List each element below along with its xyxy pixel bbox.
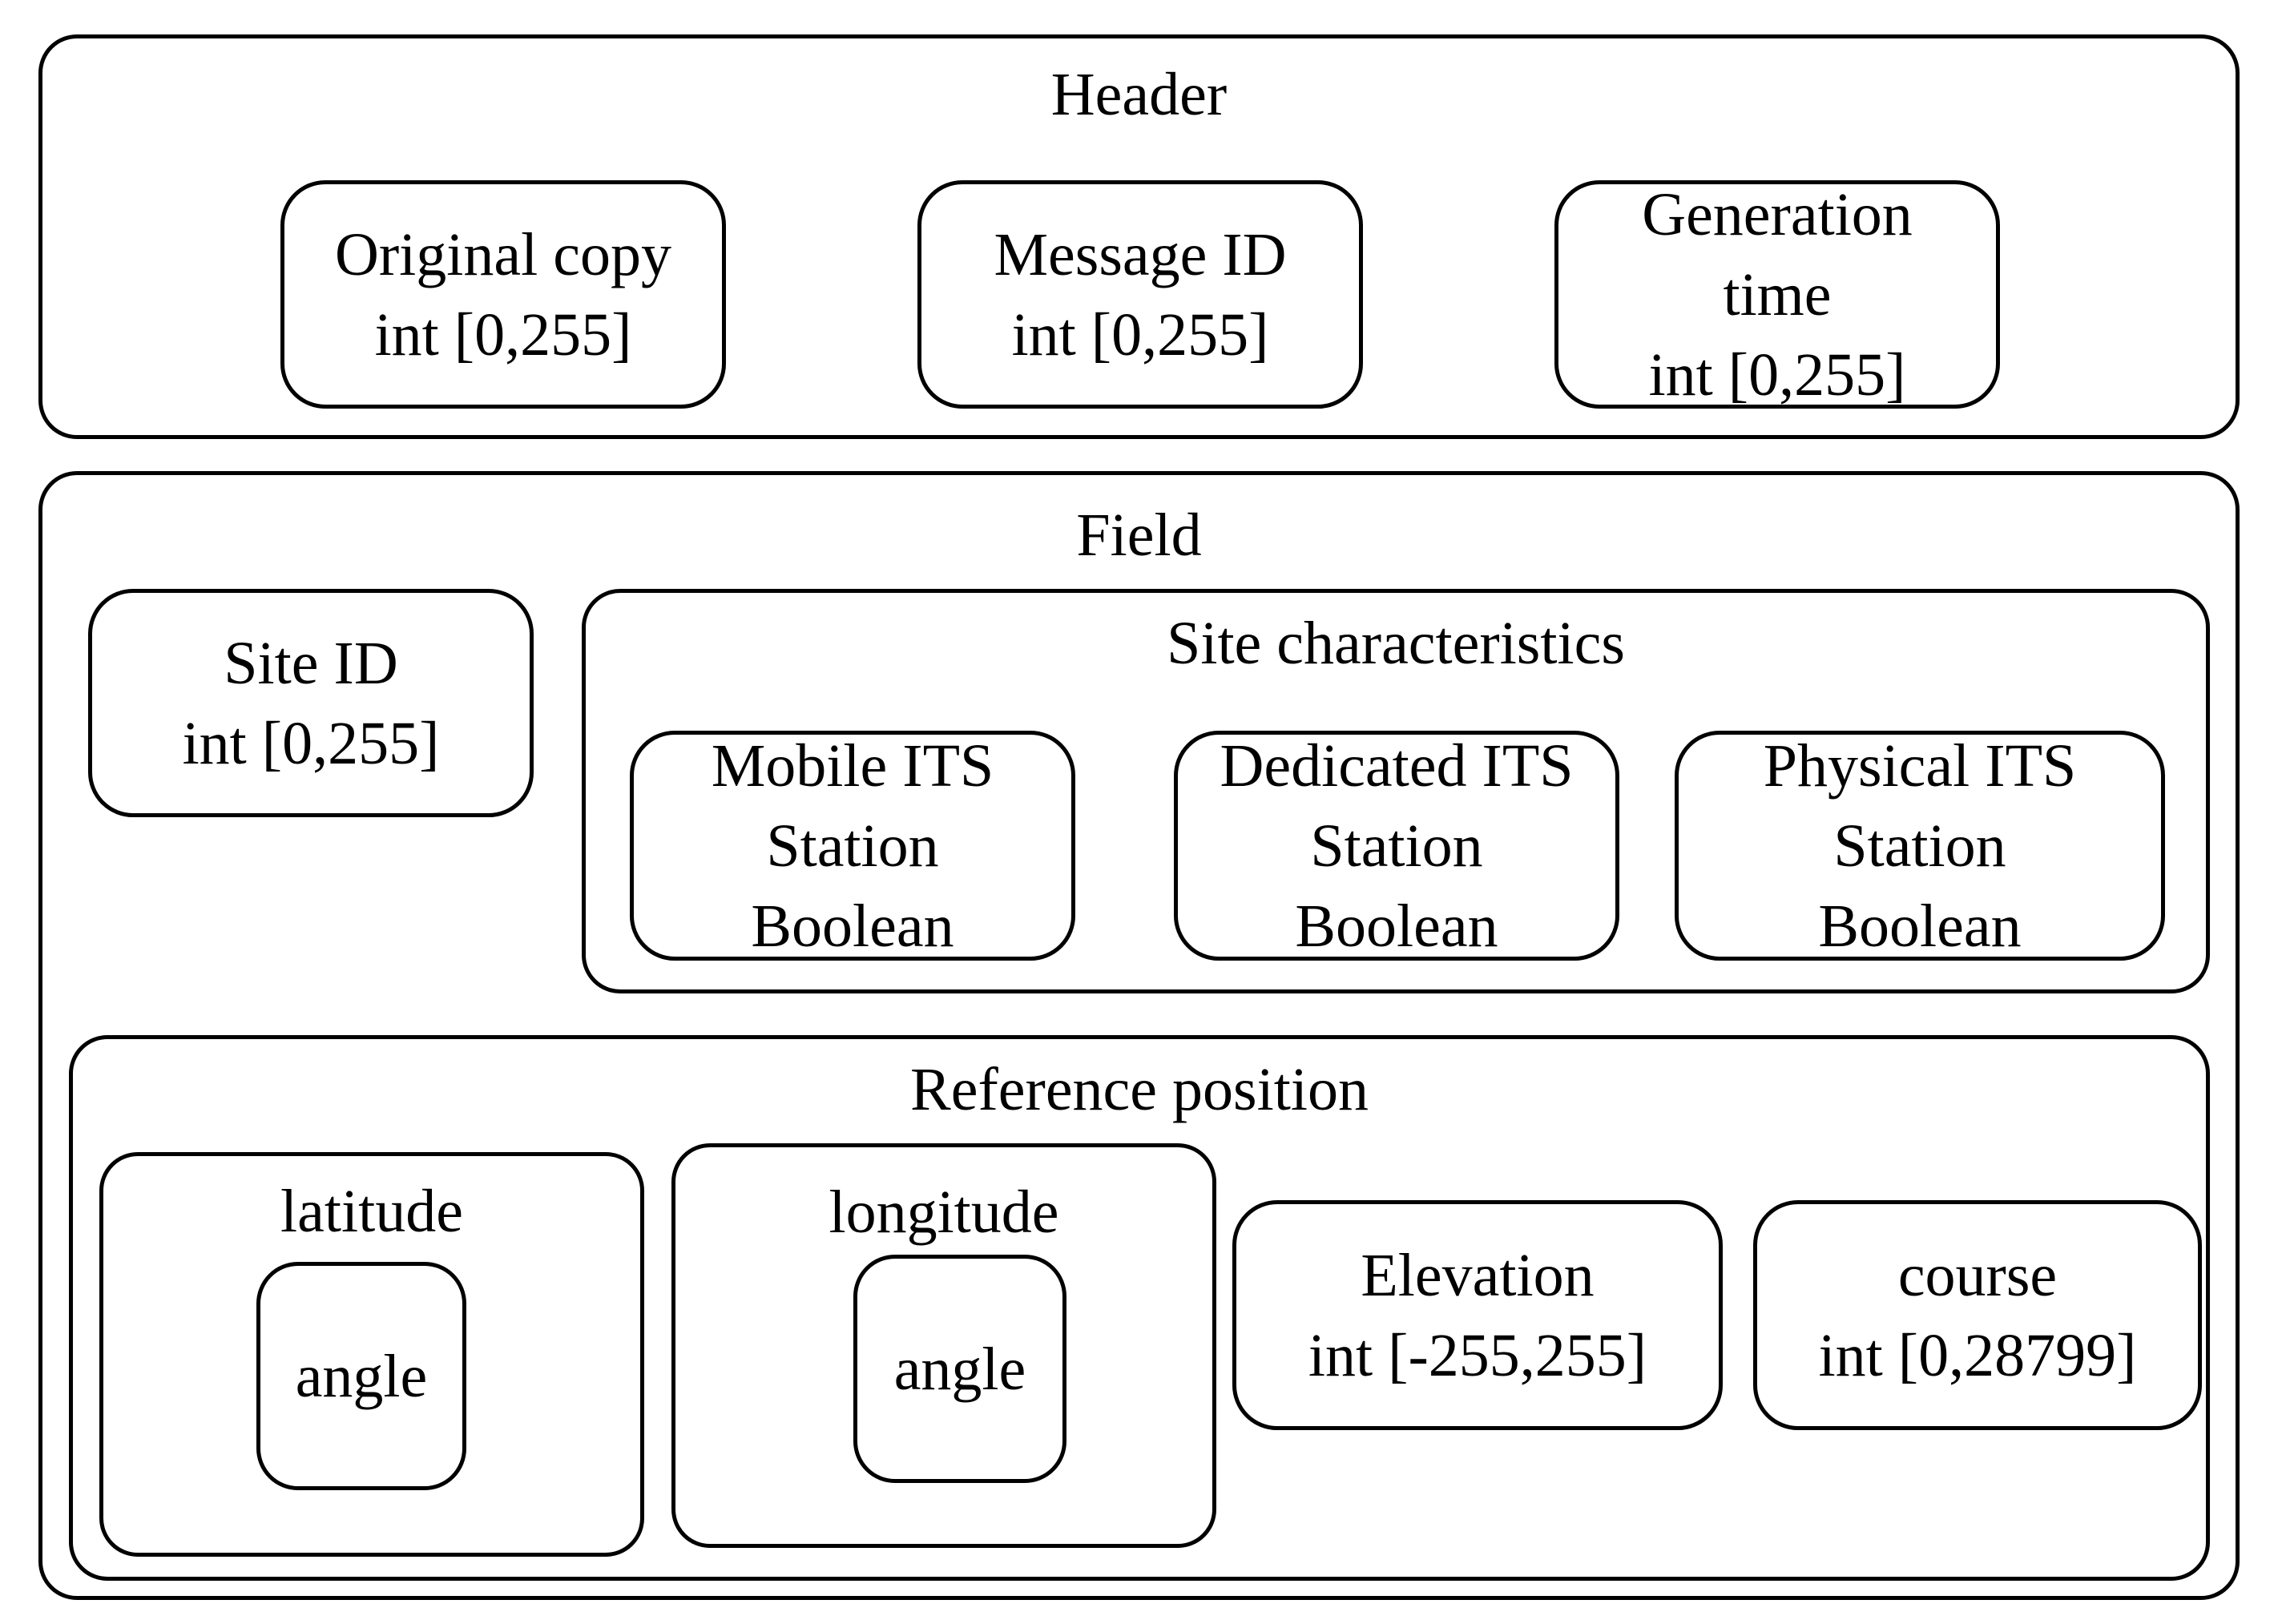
generation-time-name-2: time bbox=[1723, 260, 1832, 328]
field-title: Field bbox=[1076, 502, 1202, 569]
latitude-title: latitude bbox=[280, 1178, 463, 1245]
physical-its-line2: Station bbox=[1833, 812, 2006, 880]
generation-time-name-1: Generation bbox=[1642, 180, 1913, 248]
message-id-type: int [0,255] bbox=[1011, 300, 1269, 369]
mobile-its-type: Boolean bbox=[751, 892, 954, 960]
site-id-box: Site ID int [0,255] bbox=[88, 589, 534, 817]
header-title: Header bbox=[1050, 61, 1228, 128]
mobile-its-station-box: Mobile ITS Station Boolean bbox=[630, 731, 1075, 961]
message-id-name: Message ID bbox=[994, 220, 1287, 288]
course-box: course int [0,28799] bbox=[1753, 1200, 2202, 1430]
longitude-title: longitude bbox=[829, 1179, 1059, 1246]
physical-its-line1: Physical ITS bbox=[1763, 731, 2077, 800]
message-id-box: Message ID int [0,255] bbox=[917, 180, 1363, 409]
elevation-box: Elevation int [-255,255] bbox=[1232, 1200, 1723, 1430]
dedicated-its-station-box: Dedicated ITS Station Boolean bbox=[1174, 731, 1619, 961]
reference-position-title: Reference position bbox=[910, 1056, 1369, 1123]
generation-time-type: int [0,255] bbox=[1648, 341, 1906, 409]
elevation-type: int [-255,255] bbox=[1308, 1321, 1647, 1389]
longitude-angle-box: angle bbox=[853, 1255, 1066, 1483]
course-type: int [0,28799] bbox=[1818, 1321, 2137, 1389]
original-copy-type: int [0,255] bbox=[374, 300, 632, 369]
longitude-angle-label: angle bbox=[893, 1335, 1026, 1403]
mobile-its-line1: Mobile ITS bbox=[711, 731, 994, 800]
physical-its-type: Boolean bbox=[1818, 892, 2022, 960]
site-id-name: Site ID bbox=[224, 629, 398, 697]
mobile-its-line2: Station bbox=[766, 812, 939, 880]
original-copy-box: Original copy int [0,255] bbox=[280, 180, 726, 409]
latitude-angle-label: angle bbox=[295, 1342, 428, 1410]
latitude-angle-box: angle bbox=[256, 1262, 466, 1490]
elevation-name: Elevation bbox=[1361, 1241, 1595, 1309]
original-copy-name: Original copy bbox=[334, 220, 671, 288]
site-id-type: int [0,255] bbox=[182, 709, 440, 777]
course-name: course bbox=[1897, 1241, 2058, 1309]
generation-time-box: Generation time int [0,255] bbox=[1554, 180, 2000, 409]
site-characteristics-title: Site characteristics bbox=[1167, 610, 1625, 677]
dedicated-its-type: Boolean bbox=[1295, 892, 1498, 960]
physical-its-station-box: Physical ITS Station Boolean bbox=[1675, 731, 2165, 961]
dedicated-its-line1: Dedicated ITS bbox=[1220, 731, 1574, 800]
dedicated-its-line2: Station bbox=[1310, 812, 1483, 880]
